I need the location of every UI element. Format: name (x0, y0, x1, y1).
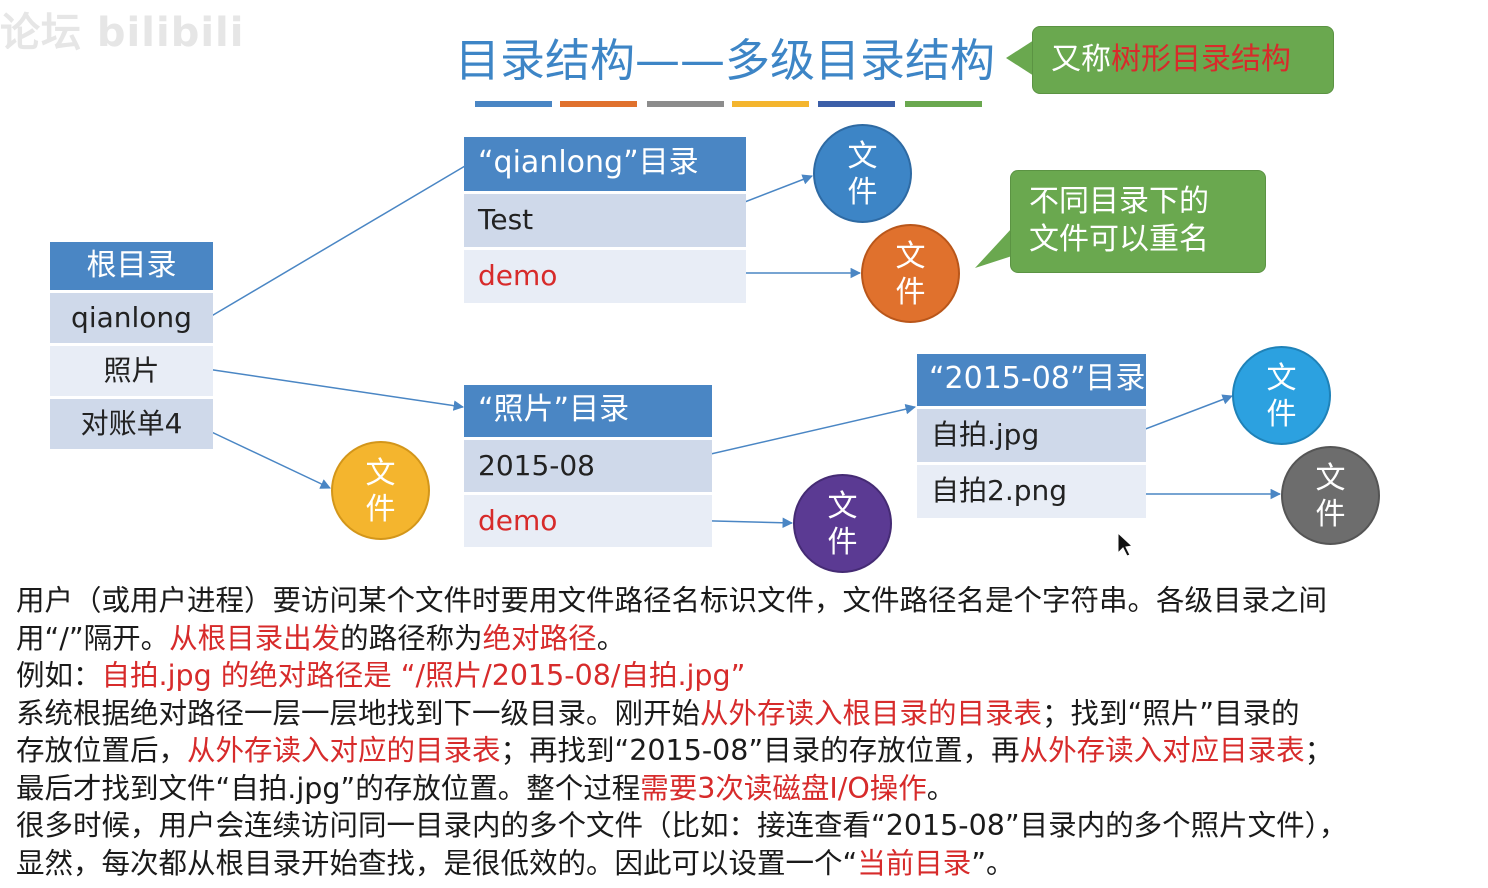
slide-title: 目录结构——多级目录结构 (455, 34, 996, 87)
para-line-4-end: ；找到“照片”目录的 (1042, 696, 1300, 730)
para-line-3-prefix: 例如： (16, 659, 102, 692)
line-qianlong (202, 165, 466, 322)
para-line-5-prefix: 存放位置后， (16, 734, 188, 767)
para-line-5-mid: ；再找到“2015-08”目录的存放位置，再 (500, 734, 1020, 767)
callout-alias-prefix: 又称 (1051, 42, 1111, 77)
file-circle-sky-line1: 文 (1266, 361, 1297, 396)
photo-directory-table: “照片”目录 2015-08 demo (464, 385, 712, 547)
file-circle-gray: 文 件 (1281, 446, 1380, 545)
para-line-6-end: 。 (926, 771, 956, 805)
root-row-photo: 照片 (50, 343, 213, 396)
para-line-6-red: 需要3次读磁盘I/O操作 (640, 771, 927, 805)
callout-alias-highlight: 树形目录结构 (1111, 42, 1291, 77)
title-bar-6 (905, 101, 982, 107)
file-circle-blue-line1: 文 (847, 139, 878, 174)
file-circle-yellow-line2: 件 (365, 492, 396, 527)
callout-alias: 又称树形目录结构 (1032, 26, 1334, 94)
root-table-header: 根目录 (50, 242, 213, 290)
para-line-2-red2: 绝对路径 (482, 621, 597, 655)
file-circle-gray-line2: 件 (1315, 497, 1346, 532)
file-circle-blue-line2: 件 (847, 175, 878, 210)
para-line-2-prefix: 用“/”隔开。 (16, 621, 170, 655)
file-circle-sky-line2: 件 (1266, 397, 1297, 432)
month-row-selfie-jpg: 自拍.jpg (917, 406, 1146, 462)
root-row-bill: 对账单4 (50, 396, 213, 449)
title-bar-3 (647, 101, 724, 107)
file-circle-blue: 文 件 (813, 124, 912, 223)
file-circle-orange-line2: 件 (895, 275, 926, 310)
photo-row-2015-08: 2015-08 (464, 437, 712, 492)
line-2015 (675, 404, 917, 463)
title-bar-5 (818, 101, 895, 107)
para-line-8-end: ”。 (971, 846, 1015, 880)
month-table-header: “2015-08”目录 (917, 354, 1146, 406)
title-bar-4 (732, 101, 809, 107)
file-circle-orange: 文 件 (861, 224, 960, 323)
photo-table-header: “照片”目录 (464, 385, 712, 437)
file-circle-gray-line1: 文 (1315, 461, 1346, 496)
root-directory-table: 根目录 qianlong 照片 对账单4 (50, 242, 213, 449)
explanation-text: 用户（或用户进程）要访问某个文件时要用文件路径名标识文件，文件路径名是个字符串。… (16, 582, 1486, 882)
month-directory-table: “2015-08”目录 自拍.jpg 自拍2.png (917, 354, 1146, 518)
para-line-3: 例如：自拍.jpg 的绝对路径是 “/照片/2015-08/自拍.jpg” (16, 657, 1486, 695)
para-line-4: 系统根据绝对路径一层一层地找到下一级目录。刚开始从外存读入根目录的目录表；找到“… (16, 695, 1486, 733)
line-bill (202, 427, 331, 489)
callout-rename-line2: 文件可以重名 (1029, 222, 1209, 257)
para-line-5-red1: 从外存读入对应的目录表 (187, 734, 501, 767)
para-line-2-mid: 的路径称为 (340, 621, 483, 655)
para-line-5-red2: 从外存读入对应目录表 (1019, 734, 1305, 767)
para-line-6: 最后才找到文件“自拍.jpg”的存放位置。整个过程需要3次读磁盘I/O操作。 (16, 770, 1486, 808)
para-line-6-prefix: 最后才找到文件“自拍.jpg”的存放位置。整个过程 (16, 771, 641, 805)
file-circle-purple: 文 件 (793, 474, 892, 573)
qianlong-row-test: Test (464, 191, 746, 247)
para-line-4-prefix: 系统根据绝对路径一层一层地找到下一级目录。刚开始 (16, 696, 701, 730)
file-circle-yellow: 文 件 (331, 441, 430, 540)
root-row-qianlong: qianlong (50, 290, 213, 343)
para-line-8-red: 当前目录 (857, 846, 972, 880)
para-line-8-prefix: 显然，每次都从根目录开始查找，是很低效的。因此可以设置一个“ (16, 846, 858, 880)
para-line-5: 存放位置后，从外存读入对应的目录表；再找到“2015-08”目录的存放位置，再从… (16, 732, 1486, 770)
line-photo (199, 367, 465, 411)
mouse-cursor-icon (1117, 531, 1134, 557)
qianlong-directory-table: “qianlong”目录 Test demo (464, 137, 746, 303)
callout-rename-line1: 不同目录下的 (1029, 184, 1209, 219)
callout-rename-pointer (975, 228, 1012, 268)
para-line-8: 显然，每次都从根目录开始查找，是很低效的。因此可以设置一个“当前目录”。 (16, 845, 1486, 883)
para-line-2-red1: 从根目录出发 (169, 621, 341, 655)
month-row-selfie2-png: 自拍2.png (917, 462, 1146, 518)
para-line-1: 用户（或用户进程）要访问某个文件时要用文件路径名标识文件，文件路径名是个字符串。… (16, 584, 1328, 617)
para-line-5-end: ； (1304, 734, 1334, 767)
file-circle-orange-line1: 文 (895, 239, 926, 274)
qianlong-table-header: “qianlong”目录 (464, 137, 746, 191)
para-line-4-red: 从外存读入根目录的目录表 (700, 696, 1043, 730)
file-circle-purple-line2: 件 (827, 525, 858, 560)
file-circle-yellow-line1: 文 (365, 456, 396, 491)
title-bar-2 (560, 101, 637, 107)
qianlong-row-demo: demo (464, 247, 746, 303)
para-line-3-red: 自拍.jpg 的绝对路径是 “/照片/2015-08/自拍.jpg” (101, 659, 746, 692)
file-circle-purple-line1: 文 (827, 489, 858, 524)
para-line-2: 用“/”隔开。从根目录出发的路径称为绝对路径。 (16, 620, 1486, 658)
file-circle-sky: 文 件 (1232, 346, 1331, 445)
para-line-7: 很多时候，用户会连续访问同一目录内的多个文件（比如：接连查看“2015-08”目… (16, 809, 1348, 842)
title-bar-1 (475, 101, 552, 107)
photo-row-demo: demo (464, 492, 712, 547)
callout-rename: 不同目录下的 文件可以重名 (1010, 170, 1266, 273)
callout-alias-pointer (1006, 40, 1034, 76)
watermark-logo: 论坛 bilibili (0, 10, 245, 56)
para-line-2-end: 。 (596, 621, 626, 655)
